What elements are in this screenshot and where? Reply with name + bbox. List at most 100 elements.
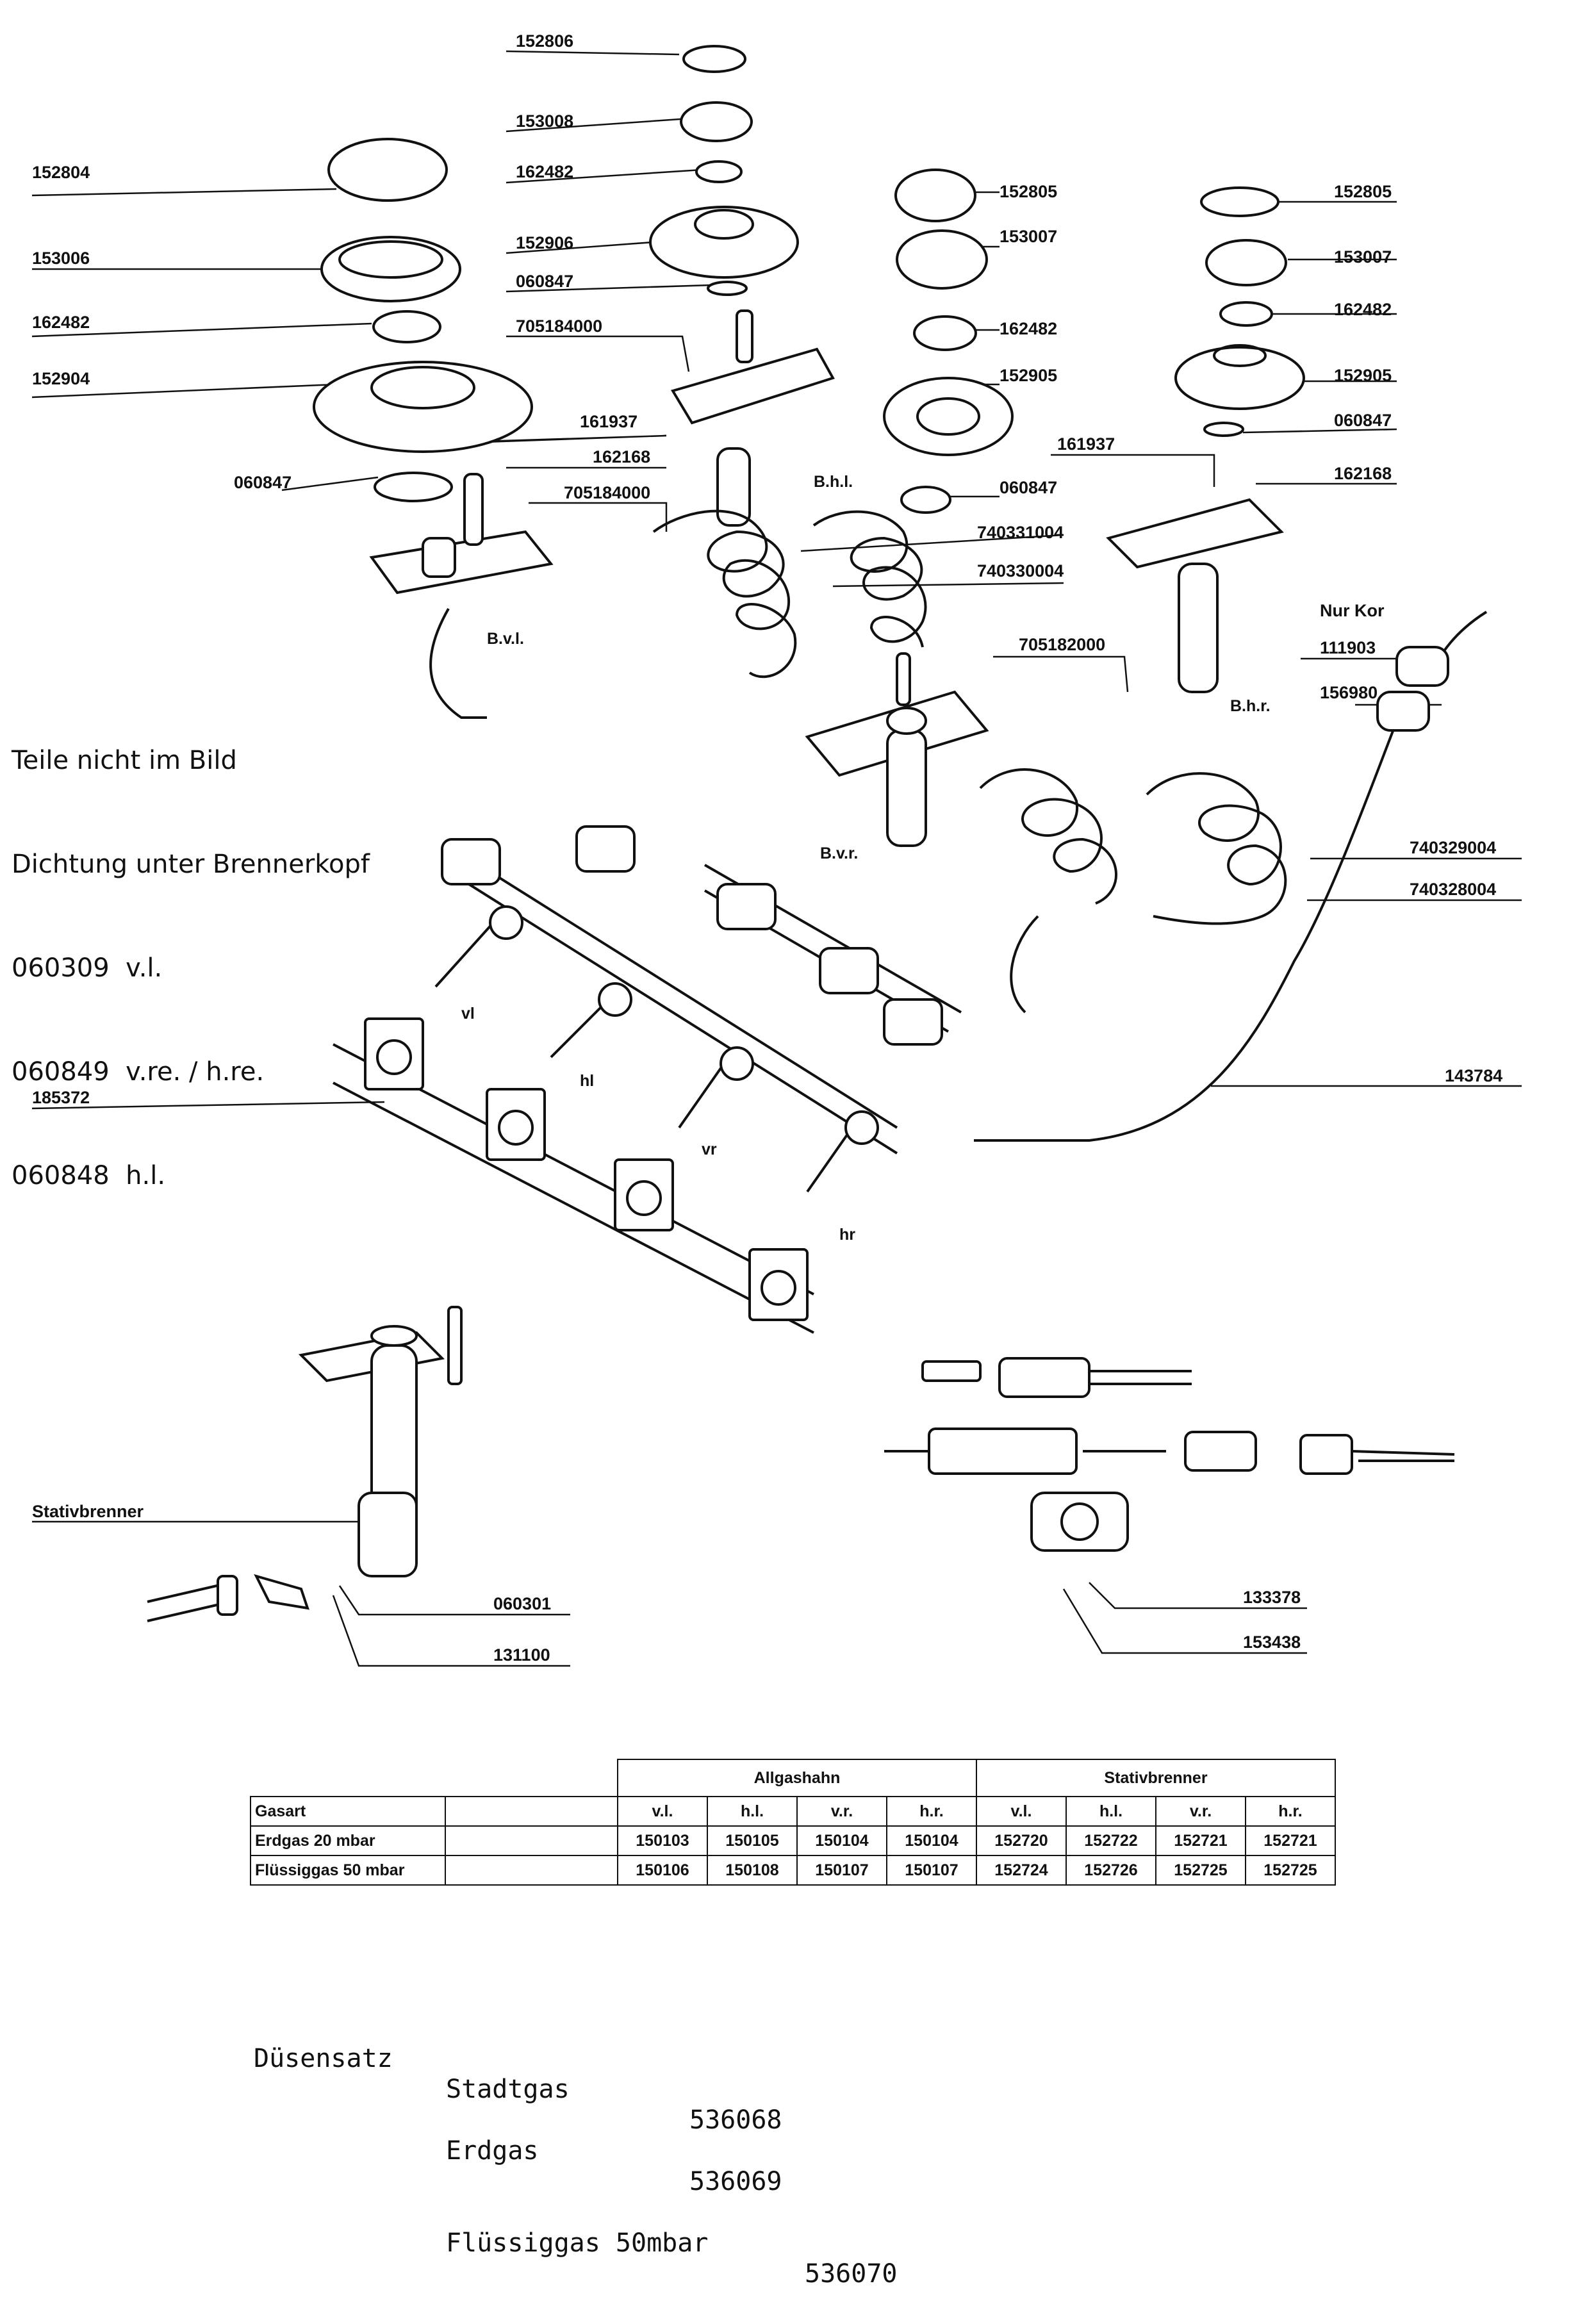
table-cell: 152721 — [1155, 1825, 1246, 1856]
column-header: v.l. — [976, 1796, 1067, 1827]
table-cell: 150104 — [886, 1825, 977, 1856]
callout-156980: 156980 — [1320, 683, 1378, 702]
nozzle-gas-name: Stadtgas — [446, 2075, 570, 2104]
table-cell: 150103 — [617, 1825, 708, 1856]
callout-060847: 060847 — [516, 272, 573, 291]
note-code: 060848 — [12, 1161, 110, 1190]
table-cell: 150107 — [886, 1855, 977, 1886]
callout-060847: 060847 — [1334, 411, 1392, 430]
nozzle-row: Erdgas 536069 — [254, 2105, 782, 2196]
callout-161937: 161937 — [580, 412, 638, 431]
table-cell: 152725 — [1245, 1855, 1336, 1886]
column-header-gasart: Gasart — [250, 1796, 446, 1827]
note-position: v.re. / h.re. — [126, 1057, 265, 1087]
tube-coils — [652, 509, 1488, 1142]
callout-060847: 060847 — [234, 473, 292, 492]
burner-front-right — [883, 169, 1014, 514]
callout-153007: 153007 — [1000, 227, 1057, 246]
group-header-stativbrenner: Stativbrenner — [976, 1759, 1336, 1797]
nozzle-set-title: Düsensatz — [254, 2044, 393, 2073]
callout-705182000: 705182000 — [1019, 635, 1105, 654]
column-header: v.r. — [1155, 1796, 1246, 1827]
column-header: h.l. — [1065, 1796, 1156, 1827]
row-label: Erdgas 20 mbar — [250, 1825, 446, 1856]
tag-vr: vr — [702, 1140, 717, 1158]
note-line-5: 060848 h.l. — [12, 1158, 370, 1193]
callout-stativbrenner: Stativbrenner — [32, 1502, 144, 1521]
tag-vl: vl — [461, 1005, 475, 1023]
row-label: Flüssiggas 50 mbar — [250, 1855, 446, 1886]
callout-162482: 162482 — [1000, 319, 1057, 338]
nozzle-gas-name: Erdgas — [446, 2136, 539, 2166]
note-line-2: Dichtung unter Brennerkopf — [12, 850, 370, 879]
table-cell: 152724 — [976, 1855, 1067, 1886]
callout-labels: 152806 153008 162482 152906 060847 70518… — [32, 31, 1502, 1665]
callout-152805: 152805 — [1000, 182, 1057, 201]
nozzle-gas-name: Flüssiggas 50mbar — [446, 2228, 709, 2258]
nozzle-part-number: 536070 — [805, 2259, 898, 2289]
callout-740331004: 740331004 — [977, 523, 1064, 542]
callout-152804: 152804 — [32, 163, 90, 182]
callout-153006: 153006 — [32, 249, 90, 268]
callout-133378: 133378 — [1243, 1588, 1301, 1607]
leader-lines — [31, 50, 1522, 1667]
position-tags: B.h.l. B.v.l. B.h.r. B.v.r. vl hl vr hr — [461, 473, 1271, 1244]
burner-rear-right — [1106, 186, 1305, 693]
table-cell: 152726 — [1065, 1855, 1156, 1886]
column-header: v.r. — [796, 1796, 887, 1827]
thermocouple-detail — [884, 1357, 1455, 1552]
burner-rear-left — [649, 45, 835, 527]
tag-bvr: B.v.r. — [820, 844, 858, 862]
note-position: h.l. — [126, 1161, 166, 1190]
callout-162168: 162168 — [1334, 464, 1392, 483]
tag-hl: hl — [580, 1072, 594, 1090]
stand-burner-detail — [147, 1306, 463, 1622]
tag-bhr: B.h.r. — [1230, 697, 1271, 715]
callout-152904: 152904 — [32, 369, 90, 388]
table-row: Erdgas 20 mbar 150103 150105 150104 1501… — [250, 1825, 1336, 1856]
table-cell: 150104 — [796, 1825, 887, 1856]
nozzle-row: Flüssiggas 50mbar 536070 — [254, 2197, 898, 2289]
note-code: 060309 — [12, 953, 110, 983]
callout-153007: 153007 — [1334, 247, 1392, 267]
table-cell: 152720 — [976, 1825, 1067, 1856]
table-cell: 152725 — [1155, 1855, 1246, 1886]
callout-152806: 152806 — [516, 31, 573, 51]
table-group-header-row: Allgashahn Stativbrenner — [251, 1759, 1336, 1797]
note-code: 060849 — [12, 1057, 110, 1087]
exploded-parts-drawing: 152806 153008 162482 152906 060847 70518… — [31, 31, 1522, 1667]
table-column-header-row: Gasart v.l. h.l. v.r. h.r. v.l. h.l. v.r… — [250, 1796, 1336, 1827]
tag-hr: hr — [839, 1226, 855, 1244]
callout-162168: 162168 — [593, 447, 650, 466]
nozzle-part-number: 536069 — [689, 2167, 782, 2196]
callout-740330004: 740330004 — [977, 561, 1064, 580]
tag-bhl: B.h.l. — [814, 473, 853, 491]
callout-152905: 152905 — [1000, 366, 1057, 385]
callout-152905: 152905 — [1334, 366, 1392, 385]
callout-162482: 162482 — [32, 313, 90, 332]
table-cell: 152721 — [1245, 1825, 1336, 1856]
callout-143784: 143784 — [1445, 1066, 1502, 1085]
callout-162482: 162482 — [1334, 300, 1392, 319]
table-cell: 150108 — [707, 1855, 798, 1886]
table-cell: 150106 — [617, 1855, 708, 1886]
callout-152805: 152805 — [1334, 182, 1392, 201]
callout-nur-kor: Nur Kor — [1320, 601, 1385, 620]
callout-740329004: 740329004 — [1410, 838, 1496, 857]
callout-152906: 152906 — [516, 233, 573, 252]
callout-161937: 161937 — [1057, 434, 1115, 454]
gas-type-table: Allgashahn Stativbrenner Gasart v.l. h.l… — [250, 1759, 1336, 1886]
callout-131100: 131100 — [493, 1645, 550, 1665]
note-line-3: 060309 v.l. — [12, 951, 370, 985]
callout-111903: 111903 — [1320, 638, 1376, 657]
control-panel-strip — [333, 1017, 814, 1334]
nozzle-part-number: 536068 — [689, 2105, 782, 2135]
note-line-4: 060849 v.re. / h.re. — [12, 1055, 370, 1089]
group-header-allgashahn: Allgashahn — [617, 1759, 977, 1797]
nozzle-set-list: Düsensatz Stadtgas 536068 Erdgas 536069 … — [254, 1951, 898, 2289]
parts-not-shown-note: Teile nicht im Bild Dichtung unter Brenn… — [12, 674, 370, 1228]
callout-060301: 060301 — [493, 1594, 551, 1613]
table-cell: 150105 — [707, 1825, 798, 1856]
callout-740328004: 740328004 — [1410, 880, 1496, 899]
table-row: Flüssiggas 50 mbar 150106 150108 150107 … — [250, 1855, 1336, 1886]
